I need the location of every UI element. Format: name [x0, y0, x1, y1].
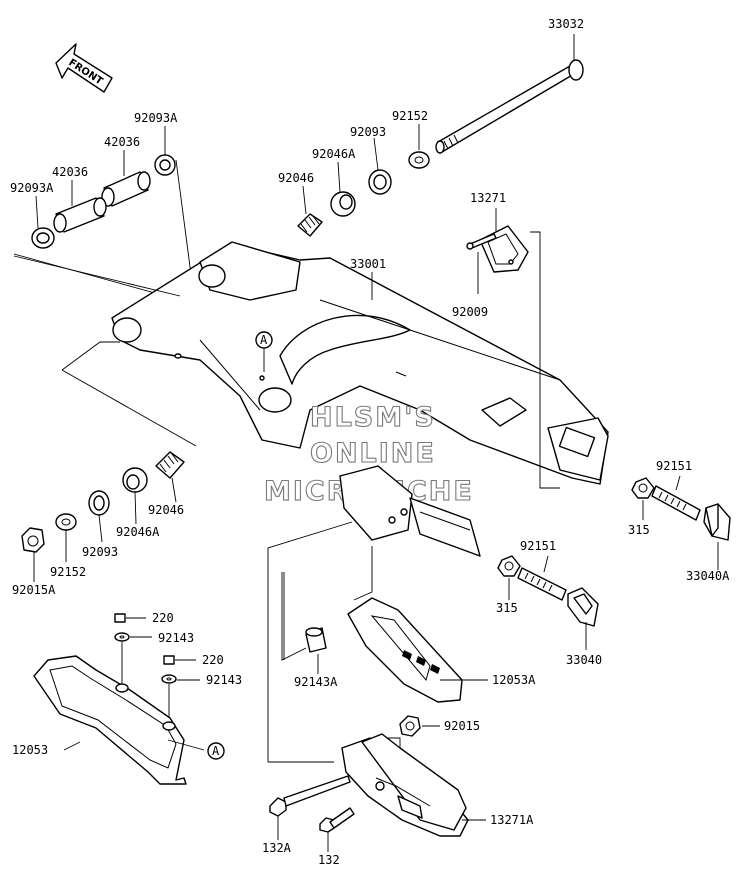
part-number-labels: 33032 92152 92093A 92093 42036 92046A 42… — [10, 17, 730, 867]
label-92046-bottom: 92046 — [148, 503, 184, 517]
bearing-a-top — [330, 161, 356, 217]
label-92093a-left: 92093A — [10, 181, 54, 195]
fasteners-slider — [114, 613, 200, 724]
svg-text:ONLINE: ONLINE — [310, 438, 436, 469]
label-33040: 33040 — [566, 653, 602, 667]
needle-bearing-top — [297, 185, 323, 237]
label-33001: 33001 — [350, 257, 386, 271]
seal-a-left — [13, 195, 181, 301]
label-92093a-top: 92093A — [134, 111, 178, 125]
label-92152-top: 92152 — [392, 109, 428, 123]
sleeve-lower — [53, 180, 107, 233]
label-42036-a: 42036 — [104, 135, 140, 149]
svg-text:A: A — [260, 333, 268, 347]
label-92151-right: 92151 — [656, 459, 692, 473]
label-92015a: 92015A — [12, 583, 56, 597]
bolt-92009 — [466, 233, 497, 294]
seal-a-top — [154, 126, 193, 283]
bolt-132 — [319, 807, 355, 852]
seal-top — [368, 137, 392, 195]
collar-top — [408, 124, 430, 169]
label-92151-mid: 92151 — [520, 539, 556, 553]
label-92046a-top: 92046A — [312, 147, 356, 161]
svg-text:A: A — [212, 744, 220, 758]
label-92152-bottom: 92152 — [50, 565, 86, 579]
label-220-b: 220 — [202, 653, 224, 667]
label-92093-top: 92093 — [350, 125, 386, 139]
label-13271: 13271 — [470, 191, 506, 205]
reference-marker-a-bottom: A — [207, 742, 225, 760]
collar-92143a — [281, 572, 327, 674]
bearing-stack-bottom — [21, 451, 185, 582]
bolt-132a — [269, 775, 351, 840]
label-92015: 92015 — [444, 719, 480, 733]
label-33040a: 33040A — [686, 569, 730, 583]
label-42036-b: 42036 — [52, 165, 88, 179]
chain-guide-13271a — [341, 733, 486, 837]
label-92093-bottom: 92093 — [82, 545, 118, 559]
chain-guide-mount — [267, 465, 481, 763]
chain-slider-12053a — [347, 597, 488, 703]
swingarm-pivot-axle — [435, 34, 584, 154]
label-92009: 92009 — [452, 305, 488, 319]
chain-slider-12053 — [33, 655, 205, 785]
label-33032: 33032 — [548, 17, 584, 31]
label-13271a: 13271A — [490, 813, 534, 827]
label-92046-top: 92046 — [278, 171, 314, 185]
label-12053a: 12053A — [492, 673, 536, 687]
label-92143-a: 92143 — [158, 631, 194, 645]
label-92046a-bottom: 92046A — [116, 525, 160, 539]
swingarm — [13, 231, 609, 489]
label-315-mid: 315 — [496, 601, 518, 615]
reference-marker-a-top: A — [255, 331, 273, 372]
svg-text:HLSM'S: HLSM'S — [310, 402, 436, 433]
label-132: 132 — [318, 853, 340, 867]
label-12053: 12053 — [12, 743, 48, 757]
adjuster-right — [631, 475, 731, 570]
label-220-a: 220 — [152, 611, 174, 625]
label-315-right: 315 — [628, 523, 650, 537]
front-arrow-icon: FRONT — [55, 43, 113, 93]
label-132a: 132A — [262, 841, 292, 855]
sleeve-upper — [101, 150, 151, 207]
label-92143-b: 92143 — [206, 673, 242, 687]
adjuster-left — [497, 555, 599, 650]
label-92143a: 92143A — [294, 675, 338, 689]
